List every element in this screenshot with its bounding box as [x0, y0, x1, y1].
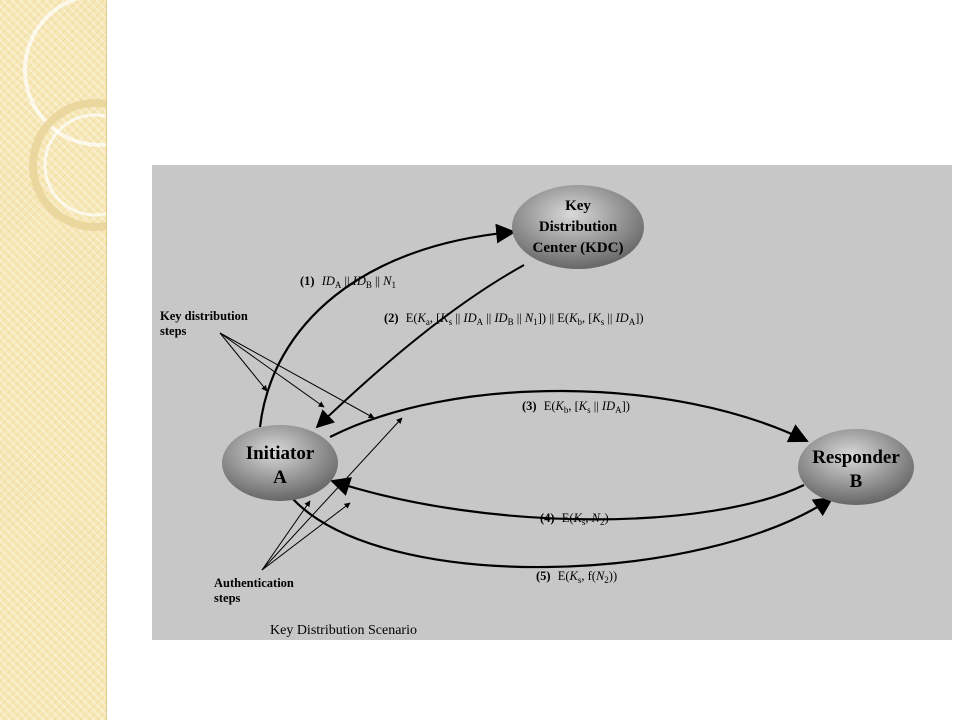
- edge-step3-num: (3): [522, 399, 537, 413]
- node-initiator-line2: A: [273, 467, 287, 488]
- node-kdc-line1: Key: [565, 198, 591, 214]
- edge-step1-text: IDA || IDB || N1: [321, 274, 396, 290]
- edge-step4-text: E(Ks, N2): [562, 511, 609, 527]
- edge-step2-arrow: [315, 264, 525, 429]
- figure-caption: Key Distribution Scenario: [270, 623, 417, 638]
- edge-step5-text: E(Ks, f(N2)): [558, 569, 617, 585]
- node-responder-line2: B: [850, 471, 863, 492]
- label-authentication-line1: Authentication: [214, 576, 294, 590]
- decorative-circles: [23, 0, 106, 231]
- label-authentication-line2: steps: [214, 591, 241, 605]
- edge-step1-num: (1): [300, 274, 315, 288]
- pointer-kd-1: [219, 332, 268, 392]
- node-kdc-line2: Distribution: [539, 219, 618, 235]
- label-key-distribution-line2: steps: [160, 324, 187, 338]
- edge-step2-label: (2) E(Ka, [Ks || IDA || IDB || N1]) || E…: [384, 311, 644, 327]
- pointer-kd-3: [219, 332, 375, 419]
- pointer-auth-2: [261, 502, 351, 571]
- edge-step2-text: E(Ka, [Ks || IDA || IDB || N1]) || E(Kb,…: [406, 311, 644, 327]
- pointer-auth-1: [261, 500, 311, 571]
- edge-step5-arrow: [291, 496, 834, 569]
- edge-step4-label: (4) E(Ks, N2): [540, 511, 609, 527]
- edge-step3-label: (3) E(Kb, [Ks || IDA]): [522, 399, 630, 415]
- node-kdc-line3: Center (KDC): [533, 240, 624, 256]
- node-responder: Responder B: [798, 429, 914, 505]
- node-initiator: Initiator A: [222, 425, 338, 501]
- edge-step5-num: (5): [536, 569, 551, 583]
- edge-step4-arrow: [330, 477, 805, 521]
- edge-step1-label: (1) IDA || IDB || N1: [300, 274, 396, 290]
- pointer-kd-2: [219, 332, 325, 408]
- edge-step1-arrow: [258, 223, 516, 428]
- node-kdc: Key Distribution Center (KDC): [512, 185, 644, 269]
- node-initiator-line1: Initiator: [246, 443, 315, 464]
- key-distribution-figure: Key Distribution Center (KDC) Initiator …: [152, 165, 952, 640]
- pointer-auth-3: [261, 417, 403, 571]
- diagram-canvas: Key Distribution Center (KDC) Initiator …: [160, 185, 914, 638]
- edge-step3-arrow: [329, 389, 809, 443]
- edge-step3-text: E(Kb, [Ks || IDA]): [544, 399, 630, 415]
- edge-step4-num: (4): [540, 511, 555, 525]
- label-key-distribution-line1: Key distribution: [160, 309, 248, 323]
- decorative-side-strip: [0, 0, 107, 720]
- node-responder-line1: Responder: [812, 447, 900, 468]
- edge-step5-label: (5) E(Ks, f(N2)): [536, 569, 617, 585]
- edge-step2-num: (2): [384, 311, 399, 325]
